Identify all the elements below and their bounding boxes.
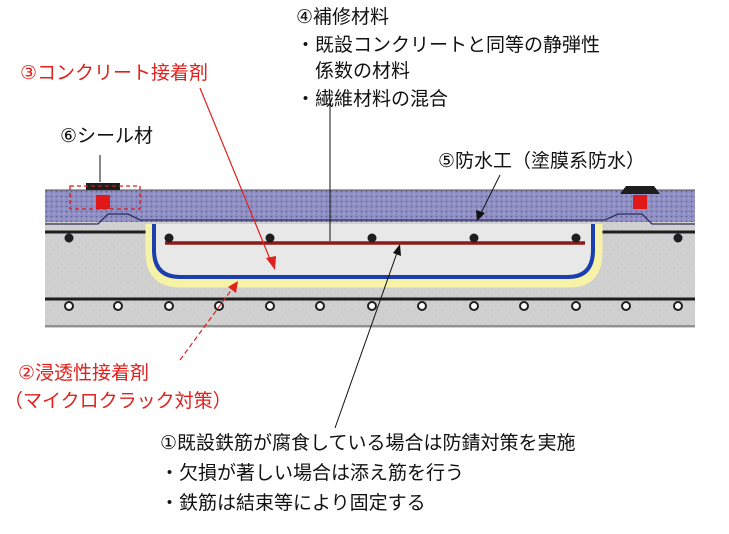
concrete-adhesive-line	[152, 224, 595, 279]
waterproofing-layer	[45, 190, 695, 222]
rebar-bullet-1: ・欠損が著しい場合は添え筋を行う	[160, 462, 465, 484]
seal-left-cap	[86, 183, 120, 190]
penetrating-adhesive-note: （マイクロクラック対策）	[4, 390, 232, 412]
repair-material-bullet-1: ・既設コンクリートと同等の静弾性	[296, 34, 601, 56]
repair-material-bullet-2: ・繊維材料の混合	[296, 88, 449, 110]
leader-waterproofing	[479, 174, 501, 216]
leader-concrete-adhesive	[199, 87, 273, 265]
concrete-adhesive-label: ③コンクリート接着剤	[20, 62, 209, 84]
seal-left-box	[69, 185, 141, 210]
repair-material-bullet-1-cont: 係数の材料	[315, 60, 411, 82]
repair-zone	[154, 224, 593, 277]
penetrating-adhesive-band	[145, 224, 603, 288]
bottom-rebar-dots	[64, 301, 683, 311]
seal-material-label: ⑥シール材	[60, 125, 154, 147]
seal-right-body	[633, 195, 647, 209]
leader-rebar	[334, 249, 399, 429]
arrowhead-waterproofing	[476, 210, 485, 221]
seal-right-cap	[620, 186, 660, 194]
rebar-title: ①既設鉄筋が腐食している場合は防錆対策を実施	[160, 432, 576, 454]
top-rebar-dots	[64, 233, 683, 243]
waterproof-membrane	[45, 213, 695, 225]
rebar-bullet-2: ・鉄筋は結束等により固定する	[160, 492, 426, 514]
seal-left-body	[96, 195, 110, 209]
penetrating-adhesive-title: ②浸透性接着剤	[18, 362, 150, 384]
arrowhead-rebar	[393, 244, 401, 256]
arrowhead-concrete-adhesive	[266, 256, 276, 270]
arrowhead-penetrating-adhesive	[228, 281, 238, 293]
repair-material-title: ④補修材料	[296, 6, 390, 28]
waterproofing-label: ⑤防水工（塗膜系防水）	[438, 150, 646, 172]
